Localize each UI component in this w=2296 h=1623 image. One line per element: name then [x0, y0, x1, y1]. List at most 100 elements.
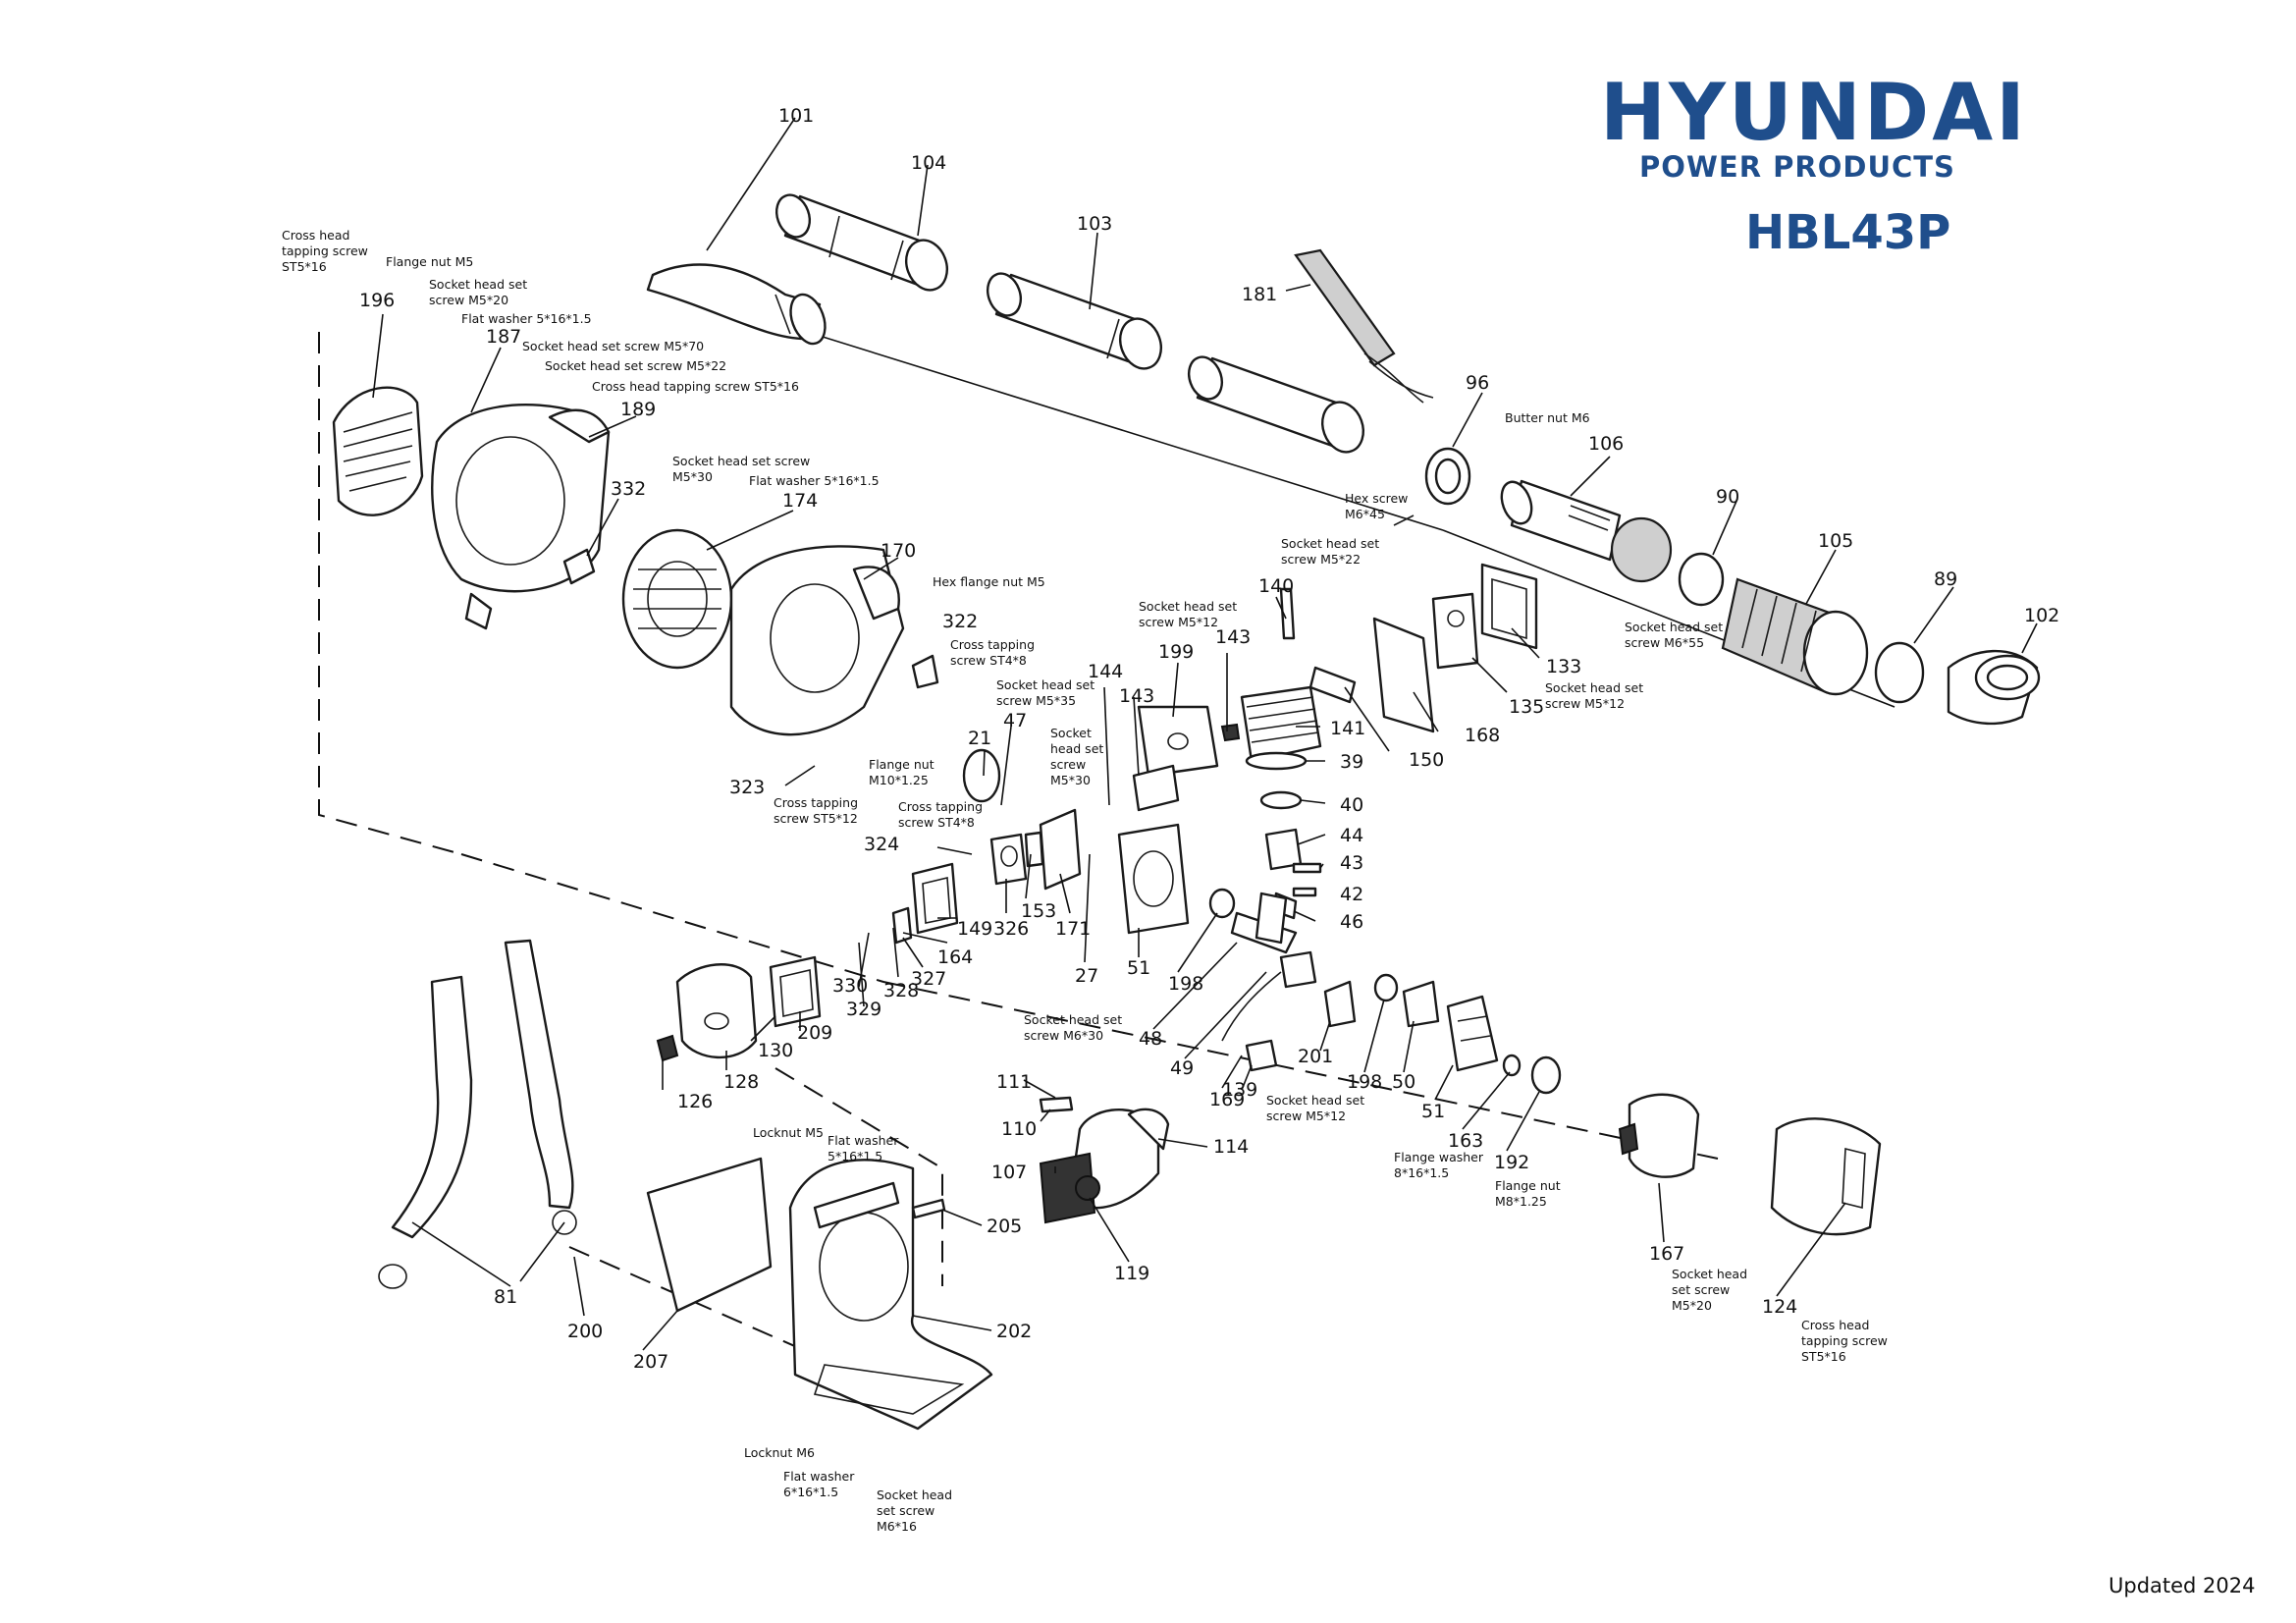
callout-141: 141 — [1330, 718, 1365, 739]
callout-168: 168 — [1465, 725, 1500, 746]
note-flat-washer-mid: Flat washer 5*16*1.5 — [749, 473, 880, 488]
model-number: HBL43P — [1745, 205, 1950, 260]
axis-line-main — [318, 332, 1719, 1160]
callout-42: 42 — [1340, 884, 1363, 905]
callout-192: 192 — [1494, 1152, 1529, 1173]
fan-housing-189 — [431, 404, 611, 630]
callout-324: 324 — [864, 834, 899, 855]
cylinder-141 — [1240, 685, 1322, 763]
tube-106 — [1500, 479, 1673, 583]
fuel-cap-119 — [1075, 1175, 1100, 1201]
callout-21: 21 — [968, 728, 991, 749]
gasket-39 — [1245, 751, 1308, 771]
cover-grille-196 — [332, 386, 424, 516]
note-butter-nut-m6: Butter nut M6 — [1505, 410, 1590, 425]
tube-103 — [986, 272, 1364, 454]
callout-51: 51 — [1127, 957, 1150, 979]
backpack-frame-202 — [788, 1159, 993, 1431]
callout-201: 201 — [1298, 1046, 1333, 1067]
impeller-174 — [621, 528, 733, 670]
callout-133: 133 — [1546, 656, 1581, 677]
callout-50: 50 — [1392, 1071, 1415, 1093]
gasket-153 — [1024, 831, 1044, 868]
callout-170: 170 — [881, 540, 916, 562]
callout-329: 329 — [846, 999, 881, 1020]
callout-135: 135 — [1509, 696, 1544, 718]
callout-143b: 143 — [1119, 685, 1154, 707]
callout-107: 107 — [991, 1162, 1027, 1183]
crankcase-51b — [1446, 995, 1499, 1072]
callout-47: 47 — [1003, 710, 1027, 731]
crankshaft-48 — [1230, 892, 1298, 954]
callout-39: 39 — [1340, 751, 1363, 773]
latch-322 — [911, 654, 939, 689]
elbow-102 — [1947, 649, 2041, 726]
callout-96: 96 — [1466, 372, 1489, 394]
callout-49: 49 — [1170, 1057, 1194, 1079]
hose-clamp-89 — [1874, 641, 1925, 704]
callout-174: 174 — [782, 490, 818, 512]
gasket-50 — [1402, 980, 1440, 1028]
callout-46: 46 — [1340, 911, 1363, 933]
callout-153: 153 — [1021, 900, 1056, 922]
shoulder-strap-81 — [378, 939, 577, 1289]
gasket-143b — [1220, 723, 1241, 742]
axis-line-frame — [774, 1067, 943, 1286]
callout-27: 27 — [1075, 965, 1098, 987]
bracket-205 — [911, 1198, 946, 1219]
callout-106: 106 — [1588, 433, 1624, 455]
clip-42 — [1292, 887, 1317, 897]
callout-169: 169 — [1209, 1089, 1245, 1110]
muffler-135 — [1431, 592, 1479, 670]
tube-104 — [774, 193, 948, 292]
clamp-96 — [1393, 447, 1471, 526]
washer-163 — [1502, 1054, 1522, 1077]
callout-326: 326 — [993, 918, 1029, 940]
recoil-starter-167 — [1618, 1093, 1700, 1178]
volute-housing-170 — [729, 545, 905, 736]
callout-130: 130 — [758, 1040, 793, 1061]
brand-name: HYUNDAI — [1600, 67, 2028, 158]
note-locknut-m5: Locknut M5 — [753, 1125, 824, 1140]
callout-198b: 198 — [1347, 1071, 1382, 1093]
callout-128: 128 — [723, 1071, 759, 1093]
callout-209: 209 — [797, 1022, 832, 1044]
callout-327: 327 — [911, 968, 946, 990]
brand-logo: HYUNDAI POWER PRODUCTS HBL43P — [1600, 67, 2028, 260]
callout-139: 139 — [1222, 1079, 1257, 1101]
filter-element-130 — [769, 955, 822, 1028]
bracket-171 — [1039, 808, 1082, 891]
seal-198 — [1208, 888, 1236, 919]
updated-label: Updated 2024 — [2109, 1574, 2256, 1597]
callout-102: 102 — [2024, 605, 2059, 626]
gasket-143 — [1132, 764, 1180, 812]
ring-40 — [1259, 790, 1303, 810]
callout-144: 144 — [1088, 661, 1123, 682]
bracket-164 — [891, 906, 913, 945]
reed-201 — [1323, 980, 1357, 1028]
callout-48: 48 — [1139, 1028, 1162, 1050]
note-flat-washer-top: Flat washer 5*16*1.5 — [461, 311, 592, 326]
callout-40: 40 — [1340, 794, 1363, 816]
callout-89: 89 — [1934, 568, 1957, 590]
callout-140: 140 — [1258, 575, 1294, 597]
knob-126 — [656, 1034, 679, 1062]
note-hex-flange-nut: Hex flange nut M5 — [933, 574, 1045, 589]
plug-332 — [562, 548, 596, 585]
carburetor-326 — [989, 833, 1028, 886]
